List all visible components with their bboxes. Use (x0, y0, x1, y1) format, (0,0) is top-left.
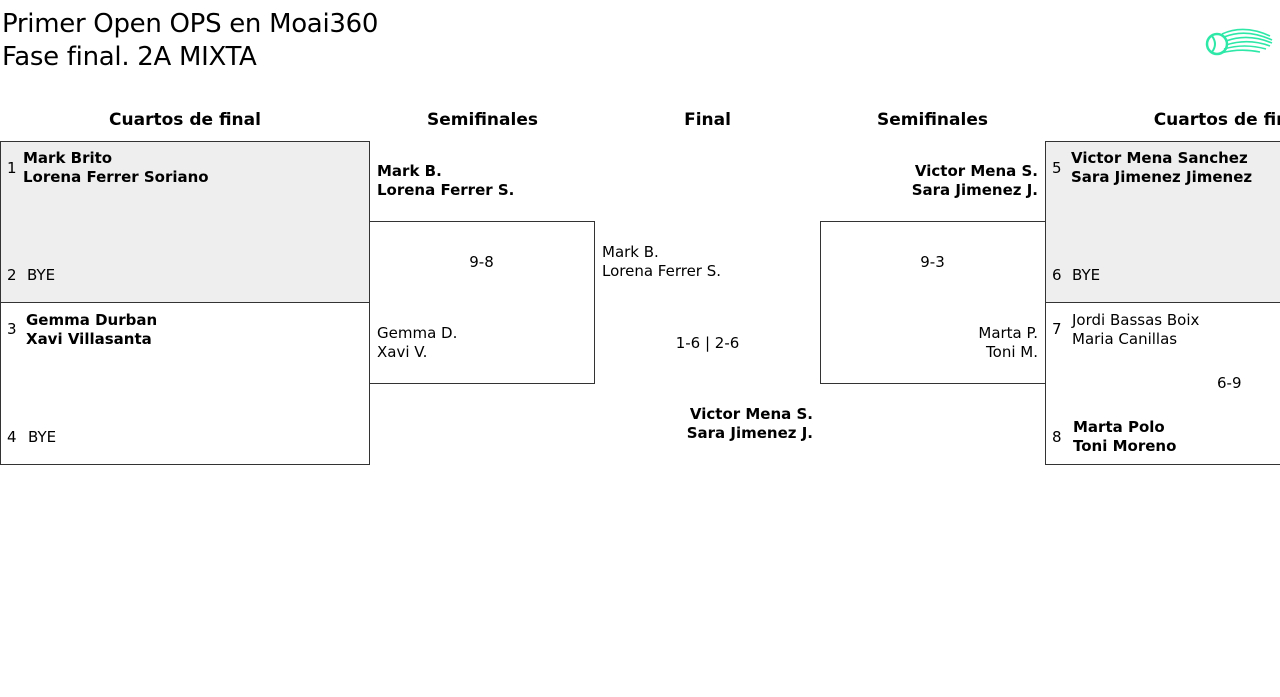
heading-final: Final (684, 110, 731, 130)
seed-number: 2 (7, 266, 17, 284)
match-score: 9-3 (920, 253, 945, 271)
player-name: Toni Moreno (1073, 437, 1177, 455)
player-name: Gemma D. (377, 324, 458, 342)
heading-right-semis: Semifinales (877, 110, 988, 130)
player-name: Marta Polo (1073, 418, 1165, 436)
seed-number: 7 (1052, 320, 1062, 338)
champion-name: Sara Jimenez J. (686, 424, 813, 442)
player-name: Lorena Ferrer Soriano (23, 168, 209, 186)
seed-number: 1 (7, 159, 17, 177)
bye-label: BYE (28, 428, 57, 446)
seed-number: 4 (7, 428, 17, 446)
player-name: Lorena Ferrer S. (602, 262, 722, 280)
player-name: Toni M. (986, 343, 1038, 361)
player-name: Lorena Ferrer S. (377, 181, 515, 199)
player-name: Sara Jimenez J. (911, 181, 1038, 199)
player-name: Xavi Villasanta (26, 330, 152, 348)
champion-name: Victor Mena S. (689, 405, 813, 423)
player-name: Xavi V. (377, 343, 428, 361)
heading-left-semis: Semifinales (427, 110, 538, 130)
heading-left-quarters: Cuartos de final (109, 110, 261, 130)
player-name: Mark B. (377, 162, 442, 180)
match-score: 9-8 (469, 253, 494, 271)
player-name: Mark B. (602, 243, 659, 261)
match-score: 6-9 (1217, 374, 1242, 392)
player-name: Mark Brito (23, 149, 113, 167)
bye-label: BYE (27, 266, 56, 284)
heading-right-quarters: Cuartos de fin (1153, 110, 1280, 130)
right-quarter-match-1 (1045, 141, 1280, 303)
left-semi-match (369, 221, 595, 384)
seed-number: 5 (1052, 159, 1062, 177)
seed-number: 3 (7, 320, 17, 338)
player-name: Jordi Bassas Boix (1072, 311, 1200, 329)
player-name: Marta P. (978, 324, 1038, 342)
tennis-ball-logo-icon (1204, 22, 1274, 60)
page-subtitle: Fase final. 2A MIXTA (2, 42, 257, 72)
player-name: Sara Jimenez Jimenez (1071, 168, 1253, 186)
bye-label: BYE (1072, 266, 1101, 284)
match-score: 1-6 | 2-6 (675, 334, 740, 352)
player-name: Victor Mena Sanchez (1071, 149, 1248, 167)
player-name: Gemma Durban (26, 311, 158, 329)
player-name: Maria Canillas (1072, 330, 1178, 348)
seed-number: 6 (1052, 266, 1062, 284)
seed-number: 8 (1052, 428, 1062, 446)
right-quarter-match-2 (1045, 302, 1280, 465)
page-title: Primer Open OPS en Moai360 (2, 9, 379, 39)
player-name: Victor Mena S. (914, 162, 1038, 180)
